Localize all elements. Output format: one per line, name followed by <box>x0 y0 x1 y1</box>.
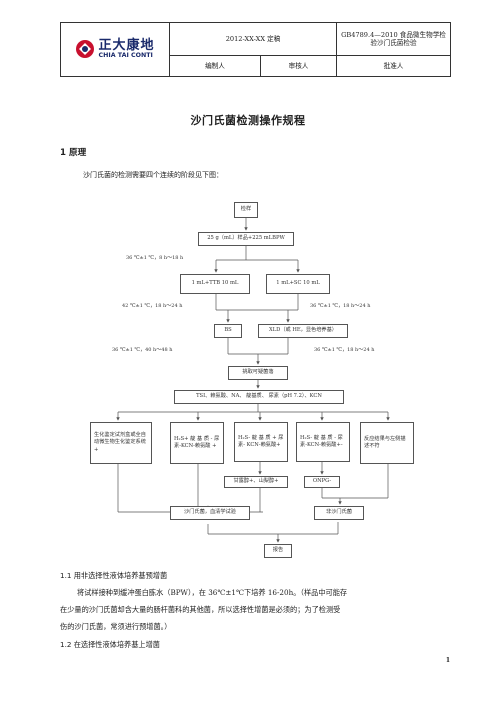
draft-cell: 2012-XX-XX 定稿 <box>169 22 337 56</box>
flow-cond-sc: 36 ℃±1 ℃，18 h～24 h <box>310 303 371 309</box>
approver-cell: 批准人 <box>336 55 451 77</box>
logo-cell: 正大康地 CHIA TAI CONTI <box>60 22 170 77</box>
section-heading-1-1: 1.1 用非选择性液体培养基预增菌 <box>60 571 168 580</box>
flow-cond-xld: 36 ℃±1 ℃，18 h～24 h <box>314 347 375 353</box>
flow-onpg-box: ONPG- <box>304 476 340 488</box>
flow-pick-box: 挑取可疑菌落 <box>228 366 288 380</box>
section-heading-1-2: 1.2 在选择性液体培养基上增菌 <box>60 640 160 649</box>
flow-media-box: TSI、赖氨酸、NA、 靛基质、 尿素（pH 7.2）、KCN <box>174 390 344 404</box>
chia-tai-logo-icon <box>76 40 95 59</box>
flow-salmonella-box: 沙门氏菌，血清学试验 <box>170 506 250 520</box>
flow-cond-ttb: 42 ℃±1 ℃，18 h～24 h <box>122 303 183 309</box>
reviewer-cell: 审核人 <box>260 55 337 77</box>
flow-sample-box: 检样 <box>234 202 258 218</box>
flow-non-salmonella-box: 非沙门氏菌 <box>314 506 364 520</box>
flow-report-box: 报告 <box>264 544 292 558</box>
flow-ttb-box: 1 mL+TTB 10 mL <box>180 274 250 294</box>
flow-mannitol-box: 甘露醇+、山梨醇+ <box>224 476 288 488</box>
header-table: 正大康地 CHIA TAI CONTI 2012-XX-XX 定稿 GB4789… <box>60 22 451 77</box>
flow-cond-bs: 36 ℃±1 ℃，40 h～48 h <box>112 347 173 353</box>
flow-biochem-kit-box: 生化鉴定试剂盒或全自动微生物生化鉴定系统+ <box>90 422 152 464</box>
paragraph-line: 在少量的沙门氏菌却含大量的肠杆菌科的其他菌，所以选择性增菌是必须的；为了检测受 <box>60 605 341 614</box>
flow-bpw-box: 25 g（mL）样品+225 mLBPW <box>198 232 294 246</box>
flow-result-a-box: H₂S+ 靛 基 质 - 尿素-KCN-赖氨酸 + <box>170 422 224 464</box>
paragraph-line: 伤的沙门氏菌，常须进行预增菌。） <box>60 622 172 631</box>
document-title: 沙门氏菌检测操作规程 <box>190 114 306 127</box>
flow-result-c-box: H₂S- 靛 基 质 - 尿素-KCN-赖氨酸+- <box>296 422 350 462</box>
paragraph-line: 将试样接种到缓冲蛋白胨水（BPW），在 36℃±1℃下培养 16-20h。（样品… <box>77 588 348 597</box>
editor-cell: 编制人 <box>169 55 261 77</box>
page-number: 1 <box>445 657 450 664</box>
flow-bs-box: BS <box>214 324 242 338</box>
flow-mismatch-box: 反应结果与左侧描述不符 <box>360 422 414 464</box>
section-heading-principle: 1 原理 <box>60 148 87 158</box>
flow-sc-box: 1 mL+SC 10 mL <box>266 274 330 294</box>
flow-xld-box: XLD（或 HE，显色培养基） <box>258 324 348 338</box>
salmonella-flowchart: 检样 25 g（mL）样品+225 mLBPW 36 ℃±1 ℃，8 h～18 … <box>88 194 434 564</box>
intro-paragraph: 沙门氏菌的检测需要四个连续的阶段见下图： <box>83 171 223 179</box>
section-1-1-paragraph: 将试样接种到缓冲蛋白胨水（BPW），在 36℃±1℃下培养 16-20h。（样品… <box>60 584 446 635</box>
flow-cond-preenrich: 36 ℃±1 ℃，8 h～18 h <box>126 255 184 261</box>
company-logo: 正大康地 CHIA TAI CONTI <box>61 39 169 60</box>
company-name-en: CHIA TAI CONTI <box>98 52 153 60</box>
company-name-cn: 正大康地 <box>98 38 155 54</box>
standard-cell: GB4789.4—2010 食品微生物学检验沙门氏菌检验 <box>336 22 451 56</box>
flow-result-b-box: H₂S- 靛 基 质 + 尿素- KCN-赖氨酸+ <box>234 422 288 462</box>
